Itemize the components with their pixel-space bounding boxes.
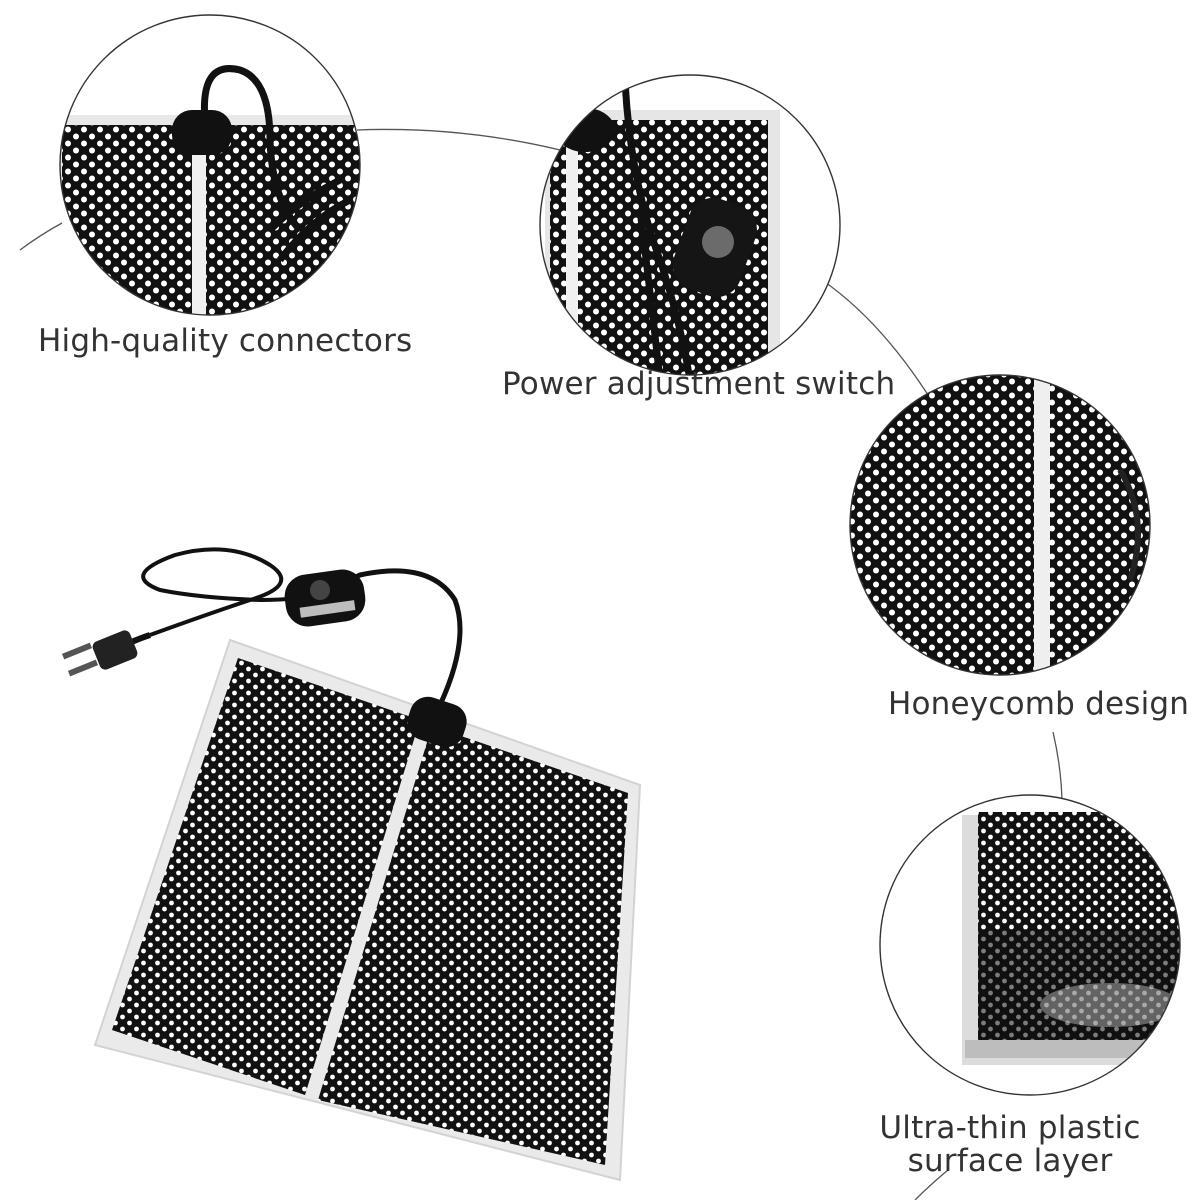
feature-label-surface: Ultra-thin plastic surface layer <box>879 1110 1141 1179</box>
feature-label-switch: Power adjustment switch <box>502 366 896 402</box>
feature-label-honeycomb: Honeycomb design <box>888 686 1190 722</box>
plastic-edge-closeup-icon <box>879 794 1181 1096</box>
feature-label-connectors: High-quality connectors <box>38 323 413 359</box>
connector-closeup-icon <box>59 14 361 316</box>
dimmer-switch-closeup-icon <box>539 74 841 376</box>
honeycomb-closeup-icon <box>849 374 1151 676</box>
heat-mat-product-icon <box>61 547 642 1182</box>
